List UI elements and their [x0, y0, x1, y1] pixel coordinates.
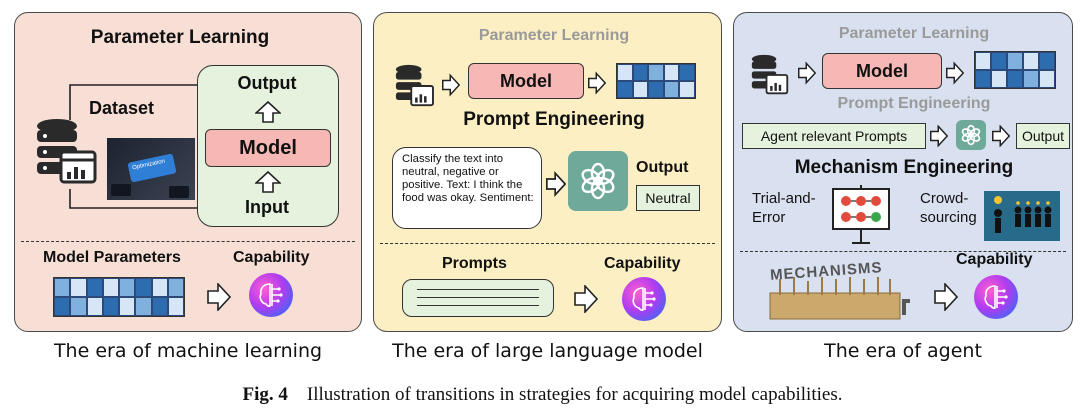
database-icon [37, 119, 97, 184]
faded-prompt-engineering: Prompt Engineering [837, 95, 991, 112]
capability-label: Capability [233, 249, 310, 266]
faded-parameter-learning: Parameter Learning [478, 27, 630, 44]
neutral-output-box: Neutral [636, 185, 700, 211]
divider [740, 251, 1066, 252]
parameter-grid [974, 51, 1056, 89]
brain-icon [249, 273, 293, 317]
capability-label: Capability [604, 255, 681, 272]
era-caption-ml: The era of machine learning [53, 340, 323, 362]
figure-caption: Fig. 4 Illustration of transitions in st… [0, 384, 1085, 406]
prompt-engineering-title: Prompt Engineering [463, 109, 645, 130]
agent-prompts-box: Agent relevant Prompts [742, 123, 926, 149]
model-box: Model [468, 63, 584, 99]
right-arrow-icon-2 [946, 61, 964, 85]
figure-label: Fig. 4 [242, 384, 288, 405]
output-box: Output [1016, 123, 1070, 149]
panel-large-language-model: Parameter Learning Model Prompt Engineer… [373, 12, 722, 332]
divider [21, 241, 355, 242]
mechanisms-board [764, 259, 914, 325]
dataset-label: Dataset [89, 98, 155, 118]
brain-icon [974, 275, 1018, 319]
up-arrow-icon-2 [255, 171, 281, 193]
chatgpt-logo-icon [956, 120, 986, 150]
divider [380, 243, 715, 244]
right-arrow-icon-5 [934, 283, 958, 311]
output-label: Output [636, 159, 689, 176]
right-arrow-icon-4 [992, 125, 1010, 147]
crowdsourcing-label: Crowd- sourcing [920, 190, 977, 226]
keyboard-photo: Optimization [107, 138, 195, 200]
brain-icon [622, 277, 666, 321]
crowd-people-icon [984, 191, 1060, 241]
database-icon [395, 64, 434, 107]
database-icon [751, 54, 789, 95]
prompts-box [402, 279, 554, 317]
panel1-title: Parameter Learning [90, 27, 270, 48]
prompt-text-box [392, 147, 542, 229]
panel-machine-learning: Parameter Learning Dataset Optimization … [14, 12, 362, 332]
right-arrow-icon [207, 283, 231, 311]
chatgpt-logo-icon [568, 151, 628, 211]
trial-and-error-label: Trial-and- Error [752, 190, 816, 226]
right-arrow-icon-3 [546, 171, 566, 197]
faded-parameter-learning: Parameter Learning [838, 25, 990, 42]
era-caption-llm: The era of large language model [392, 340, 703, 362]
panel-agent: Parameter Learning Model Prompt Engineer… [733, 12, 1073, 332]
flowchart-board-icon [832, 185, 890, 244]
parameter-grid [53, 277, 185, 317]
right-arrow-icon-3 [930, 125, 948, 147]
mechanism-engineering-title: Mechanism Engineering [794, 157, 1014, 178]
model-parameters-label: Model Parameters [43, 249, 181, 266]
up-arrow-icon [255, 101, 281, 123]
figure-caption-text: Illustration of transitions in strategie… [306, 384, 843, 405]
right-arrow-icon [442, 73, 460, 97]
right-arrow-icon-2 [588, 71, 606, 95]
model-box: Model [822, 53, 942, 89]
right-arrow-icon-4 [574, 285, 598, 313]
input-label: Input [245, 197, 289, 217]
model-box: Model [205, 129, 331, 167]
prompt-text: Classify the text into neutral, negative… [402, 153, 534, 204]
capability-label: Capability [956, 251, 1033, 268]
prompts-label: Prompts [442, 255, 507, 272]
right-arrow-icon [798, 61, 816, 85]
output-label: Output [237, 73, 297, 93]
era-caption-agent: The era of agent [824, 340, 982, 362]
parameter-grid [616, 63, 696, 99]
